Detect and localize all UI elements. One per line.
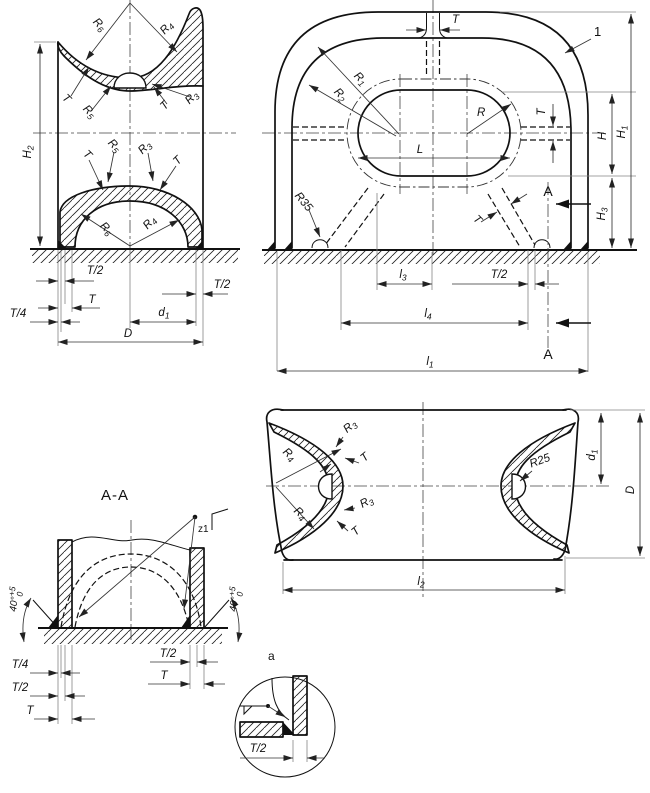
label-r5-mid: R5: [104, 137, 123, 156]
detail-callout-a: a: [268, 649, 275, 663]
label-t-side-lower: T: [350, 524, 364, 538]
label-angle-left: 40°+50: [5, 586, 26, 613]
label-t-top-rib: T: [452, 14, 460, 26]
label-d-side: D: [625, 486, 637, 494]
label-d-section: D: [124, 328, 132, 340]
label-detail-t-half: T/2: [250, 743, 267, 755]
view-section-a-a: A-A 40°+50 40°+50 z1 T/4 T/2 T T/2 T: [5, 487, 246, 724]
label-t-mid-right: T: [171, 153, 185, 167]
section-title: A-A: [101, 487, 129, 504]
label-r3-mid: R3: [136, 139, 155, 158]
label-d1-side: d1: [586, 449, 600, 460]
view-side-elevation: R3 T R4 R4 R3 T R25 d1 D l2: [265, 402, 645, 600]
label-aa-t-left: T: [26, 705, 34, 717]
label-h1: H1: [616, 125, 630, 138]
label-r-opening: R: [477, 107, 485, 119]
label-r5-upper: R5: [79, 103, 98, 122]
label-l4: l4: [424, 308, 432, 322]
label-r2: R2: [330, 86, 349, 105]
label-r4-side-upper: R4: [279, 446, 298, 465]
label-section-a-top: A: [543, 183, 553, 199]
rope-boss-left: [317, 473, 333, 500]
view-cross-section: H2 R6 R4 T R5 R3 T R5 R3 T T R6 R4 T/2 T…: [10, 0, 240, 346]
label-t-quarter-base: T/4: [10, 308, 27, 320]
label-h2: H2: [22, 145, 36, 158]
label-t-leg: T: [470, 213, 484, 227]
label-l3: l3: [399, 269, 407, 283]
label-t-half-base-left: T/2: [87, 265, 104, 277]
label-t-side-upper: T: [359, 450, 373, 464]
label-l-opening: L: [417, 144, 423, 156]
fillet-bump-left: [311, 239, 329, 249]
label-aa-t-quarter: T/4: [12, 659, 29, 671]
label-r4-side-lower: R4: [290, 505, 309, 524]
label-h: H: [597, 131, 609, 140]
label-r1: R1: [350, 70, 369, 89]
label-d1-section: d1: [158, 307, 169, 321]
label-r6-dome: R6: [96, 220, 115, 239]
label-t-upper-left: T: [59, 92, 73, 106]
fillet-bump-right: [533, 239, 551, 249]
view-detail-a: a T/2: [234, 649, 336, 778]
label-r35: R35: [292, 190, 315, 214]
label-section-a-bottom: A: [543, 346, 553, 362]
label-z1: z1: [198, 524, 209, 535]
rope-boss-section: [113, 72, 147, 89]
label-aa-t-half-right: T/2: [160, 648, 177, 660]
label-l1: l1: [426, 356, 434, 370]
label-aa-t-half-left: T/2: [12, 682, 29, 694]
label-t-side-rib: T: [536, 108, 548, 116]
label-t-half-base-right: T/2: [214, 279, 231, 291]
label-r4-upper: R4: [158, 19, 177, 38]
label-l2: l2: [417, 576, 425, 590]
view-front-elevation: A A 1 T R1 R2 R L R35 T T H H3 H1 l3 T/2…: [262, 0, 637, 374]
detail-circle: [234, 676, 336, 778]
label-t-upper-right: T: [158, 98, 172, 112]
part-callout-1: 1: [594, 24, 601, 39]
label-r4-dome: R4: [141, 214, 160, 233]
label-t-mid-left: T: [80, 148, 94, 162]
label-r3-side-upper: R3: [341, 418, 360, 437]
label-t-half-foot: T/2: [491, 269, 508, 281]
label-r3-side-lower: R3: [358, 494, 376, 512]
label-h3: H3: [596, 207, 610, 220]
label-r3-upper: R3: [183, 89, 202, 108]
label-r6-upper: R6: [89, 16, 108, 35]
label-t-base-left: T: [88, 294, 96, 306]
label-angle-right: 40°+50: [225, 586, 246, 613]
label-aa-t-right: T: [160, 670, 168, 682]
